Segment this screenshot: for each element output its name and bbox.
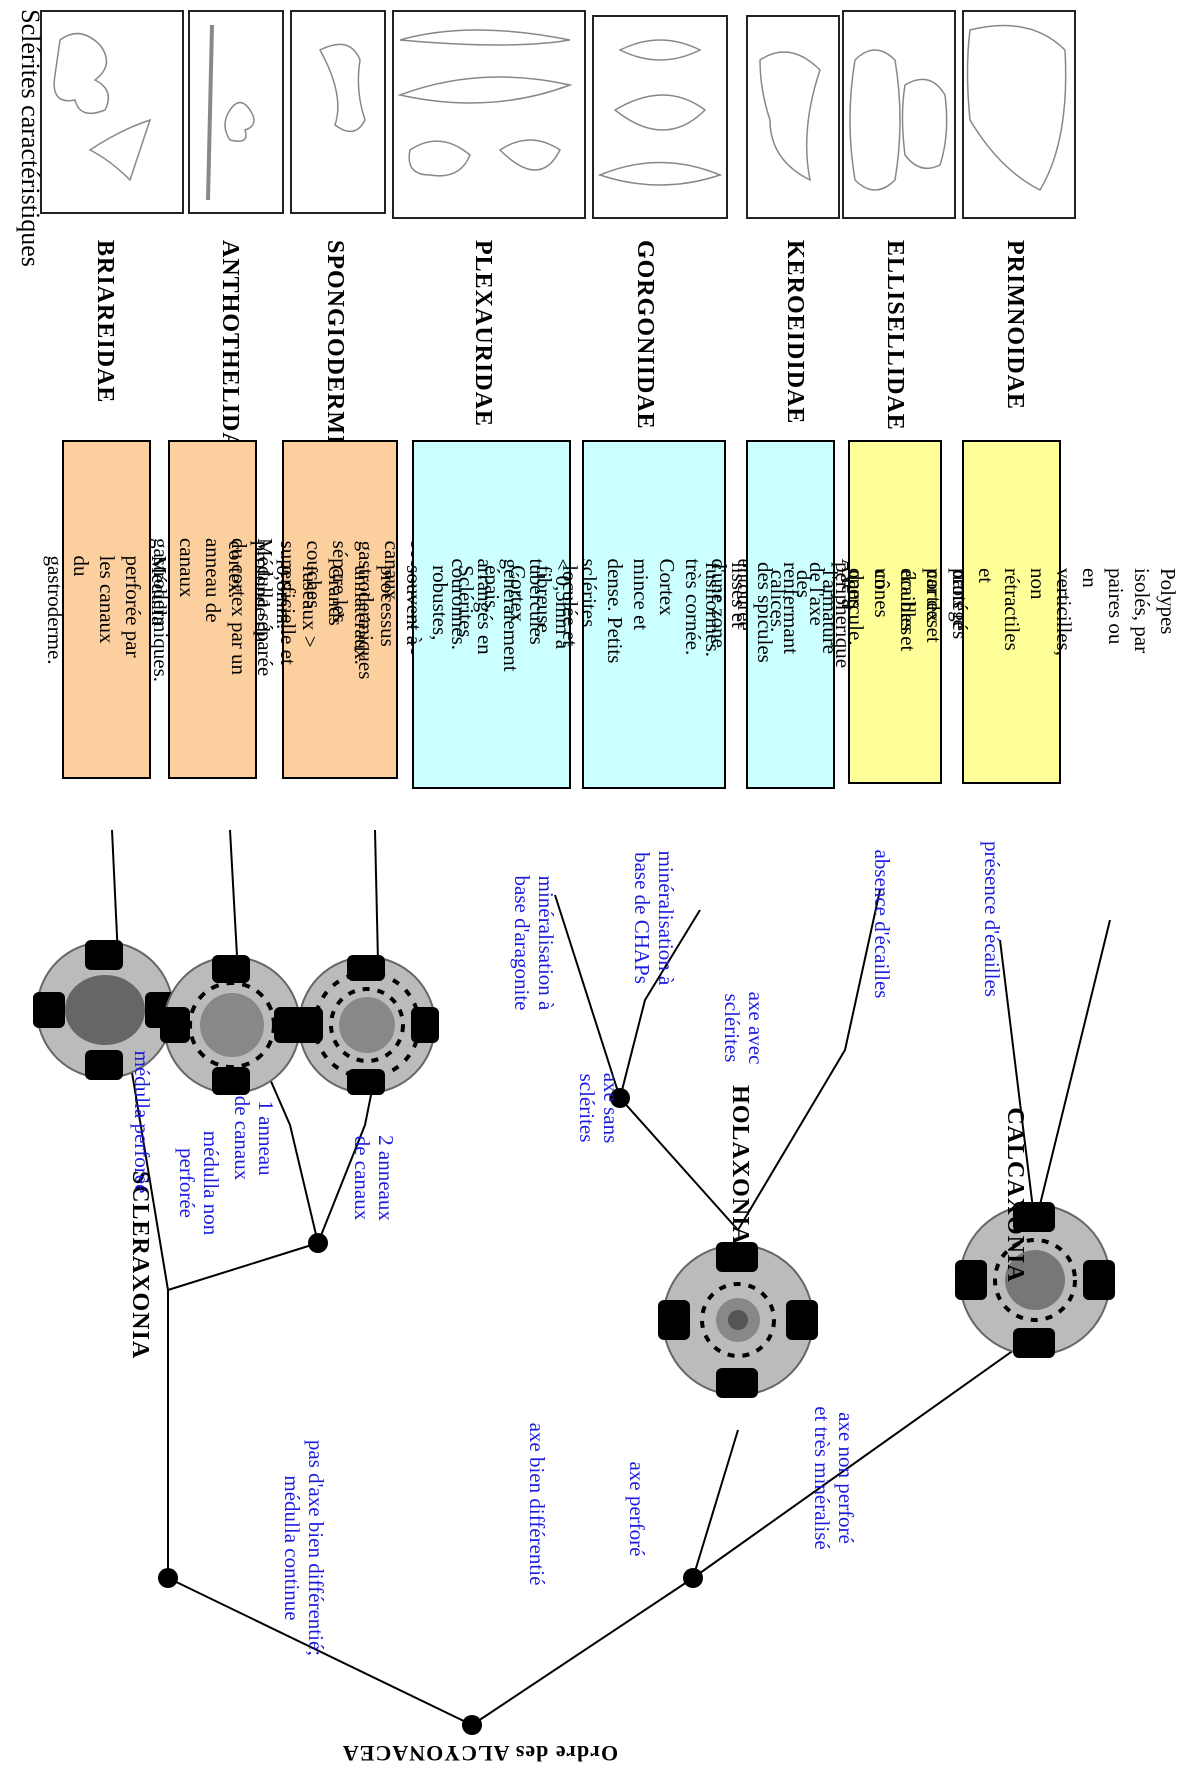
- desc-box-briareidae: Médulla perforée par les canaux du gastr…: [43, 440, 171, 779]
- label-axis-with-sclerites: axe avec sclérites: [720, 991, 768, 1065]
- family-name-plexauridae: PLEXAURIDAE: [470, 240, 496, 428]
- label-axis-not-perforated: axe non perforé et très minéralisé: [810, 1406, 858, 1550]
- briareidae-section: [33, 940, 177, 1080]
- family-name-ellisellidae: ELLISELLIDAE: [882, 240, 908, 431]
- sclerite-image-anthothelidae: [188, 10, 284, 214]
- label-scales: présence d'écailles: [980, 841, 1004, 997]
- label-aragonite: minéralisation à base d'aragonite: [510, 875, 558, 1011]
- desc-box-ellisellidae: Présence d'haltères dans le cortex et do…: [766, 440, 1024, 784]
- family-name-primnoidae: PRIMNOIDAE: [1002, 240, 1028, 410]
- sclerite-image-briareidae: [40, 10, 184, 214]
- sclerite-image-primnoidae: [962, 10, 1076, 219]
- label-two-rings: 2 anneaux de canaux: [350, 1135, 398, 1221]
- anthothelidae-section: [160, 955, 304, 1095]
- sclerite-image-gorgoniidae: [592, 15, 728, 219]
- root-label: Ordre des ALCYONACEA: [341, 1741, 619, 1766]
- family-name-spongiodermidae: SPONGIODERMIDAE: [322, 240, 348, 500]
- desc-box-gorgoniidae: Axe à chambre centrale étroite entourée …: [447, 440, 861, 789]
- rings-node: [308, 1233, 328, 1253]
- sclerite-sketches: [53, 24, 1067, 201]
- holaxonia-section: [658, 1242, 818, 1398]
- clade-holaxonia: HOLAXONIA: [727, 1085, 753, 1245]
- sclerite-image-keroeididae: [746, 15, 840, 219]
- desc-box-keroeididae: Zone périphérique de l'axe renfermant de…: [701, 440, 881, 789]
- clade-calcaxonia: CALCAXONIA: [1002, 1107, 1028, 1283]
- family-name-keroeididae: KEROEIDIDAE: [782, 240, 808, 425]
- family-name-gorgoniidae: GORGONIIDAE: [632, 240, 658, 430]
- axis-node: [683, 1568, 703, 1588]
- section-title: Sclérites caractéristiques: [16, 9, 45, 267]
- desc-box-primnoidae: Polypes isolés, par paires ou en vertici…: [844, 440, 1180, 784]
- root-node: [462, 1715, 482, 1735]
- desc-box-plexauridae: Axe à large chambre centrale entourée d'…: [272, 440, 712, 789]
- desc-primnoidae: Polypes isolés, par paires ou en vertici…: [843, 567, 1180, 657]
- label-axis-no-sclerites: axe sans sclérites: [575, 1072, 623, 1144]
- desc-box-spongiodermidae: Un anneau secondaire de canaux gastroder…: [224, 440, 456, 779]
- label-no-scales: absence d'écailles: [870, 849, 894, 999]
- mineral-node: [610, 1088, 630, 1108]
- sclerite-image-ellisellidae: [842, 10, 956, 219]
- label-one-ring: 1 anneau de canaux: [230, 1095, 278, 1181]
- label-axis-perforated: axe perforé: [625, 1461, 649, 1557]
- family-name-briareidae: BRIAREIDAE: [92, 240, 118, 404]
- desc-box-anthothelidae: Médulla séparée du cortex par un anneau …: [149, 440, 277, 779]
- label-no-axis: pas d'axe bien différentié; médulla cont…: [280, 1439, 328, 1657]
- label-medulla-not-perforated: médulla non perforée: [175, 1130, 223, 1236]
- calcaxonia-section: [955, 1202, 1115, 1358]
- label-axis: axe bien différentié: [525, 1422, 549, 1586]
- spongiodermidae-section: [295, 955, 439, 1095]
- label-chaps: minéralisation à base de CHAPs: [630, 850, 678, 986]
- label-medulla-perforated: médulla perforée: [130, 1050, 154, 1194]
- family-name-anthothelidae: ANTHOTHELIDAE: [217, 240, 243, 468]
- scleraxonia-node: [158, 1568, 178, 1588]
